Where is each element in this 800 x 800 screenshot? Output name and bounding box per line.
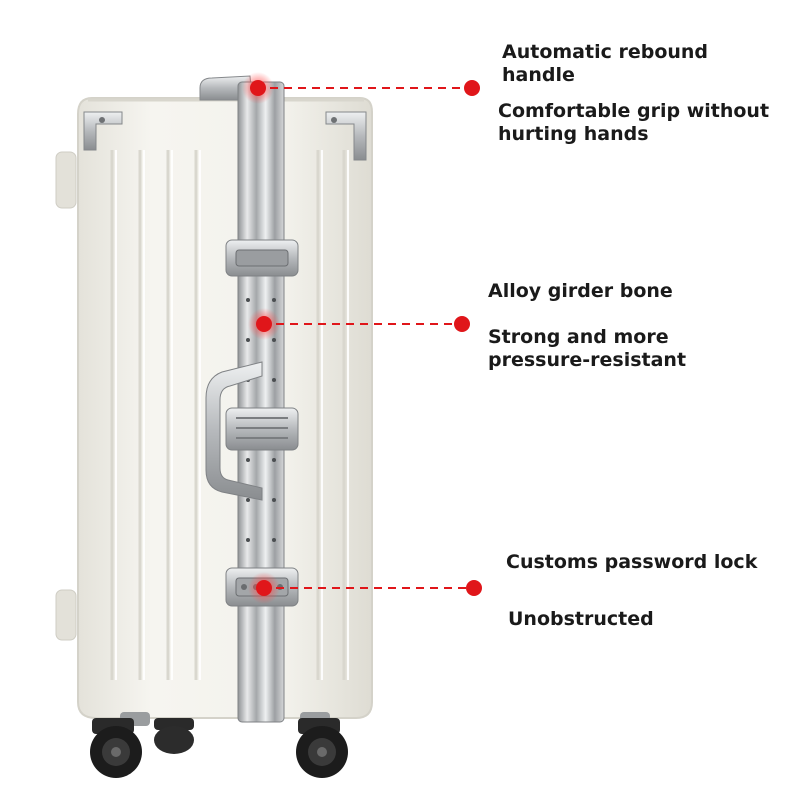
handle-detail-line-1: Comfortable grip without bbox=[498, 100, 770, 122]
alloy-detail-line-2: pressure-resistant bbox=[488, 349, 687, 371]
handle-title-line-1: Automatic rebound bbox=[502, 41, 709, 63]
red-dot-icon bbox=[250, 80, 266, 96]
lock-title: Customs password lock bbox=[506, 551, 758, 573]
callout-alloy bbox=[248, 308, 470, 340]
wheel-back-left bbox=[154, 718, 194, 754]
red-dot-icon bbox=[256, 316, 272, 332]
callout-handle bbox=[242, 72, 480, 104]
red-dot-icon bbox=[466, 580, 482, 596]
red-dot-icon bbox=[464, 80, 480, 96]
lock-detail: Unobstructed bbox=[508, 608, 654, 630]
alloy-detail-line-1: Strong and more bbox=[488, 326, 669, 348]
red-dot-icon bbox=[256, 580, 272, 596]
callout-lock bbox=[248, 572, 482, 604]
suitcase-illustration bbox=[55, 75, 373, 778]
wheel-front-left bbox=[90, 718, 142, 778]
alloy-title: Alloy girder bone bbox=[488, 280, 673, 302]
wheel-front-right bbox=[296, 718, 348, 778]
handle-title-line-2: handle bbox=[502, 64, 575, 86]
red-dot-icon bbox=[454, 316, 470, 332]
handle-detail-line-2: hurting hands bbox=[498, 123, 649, 145]
